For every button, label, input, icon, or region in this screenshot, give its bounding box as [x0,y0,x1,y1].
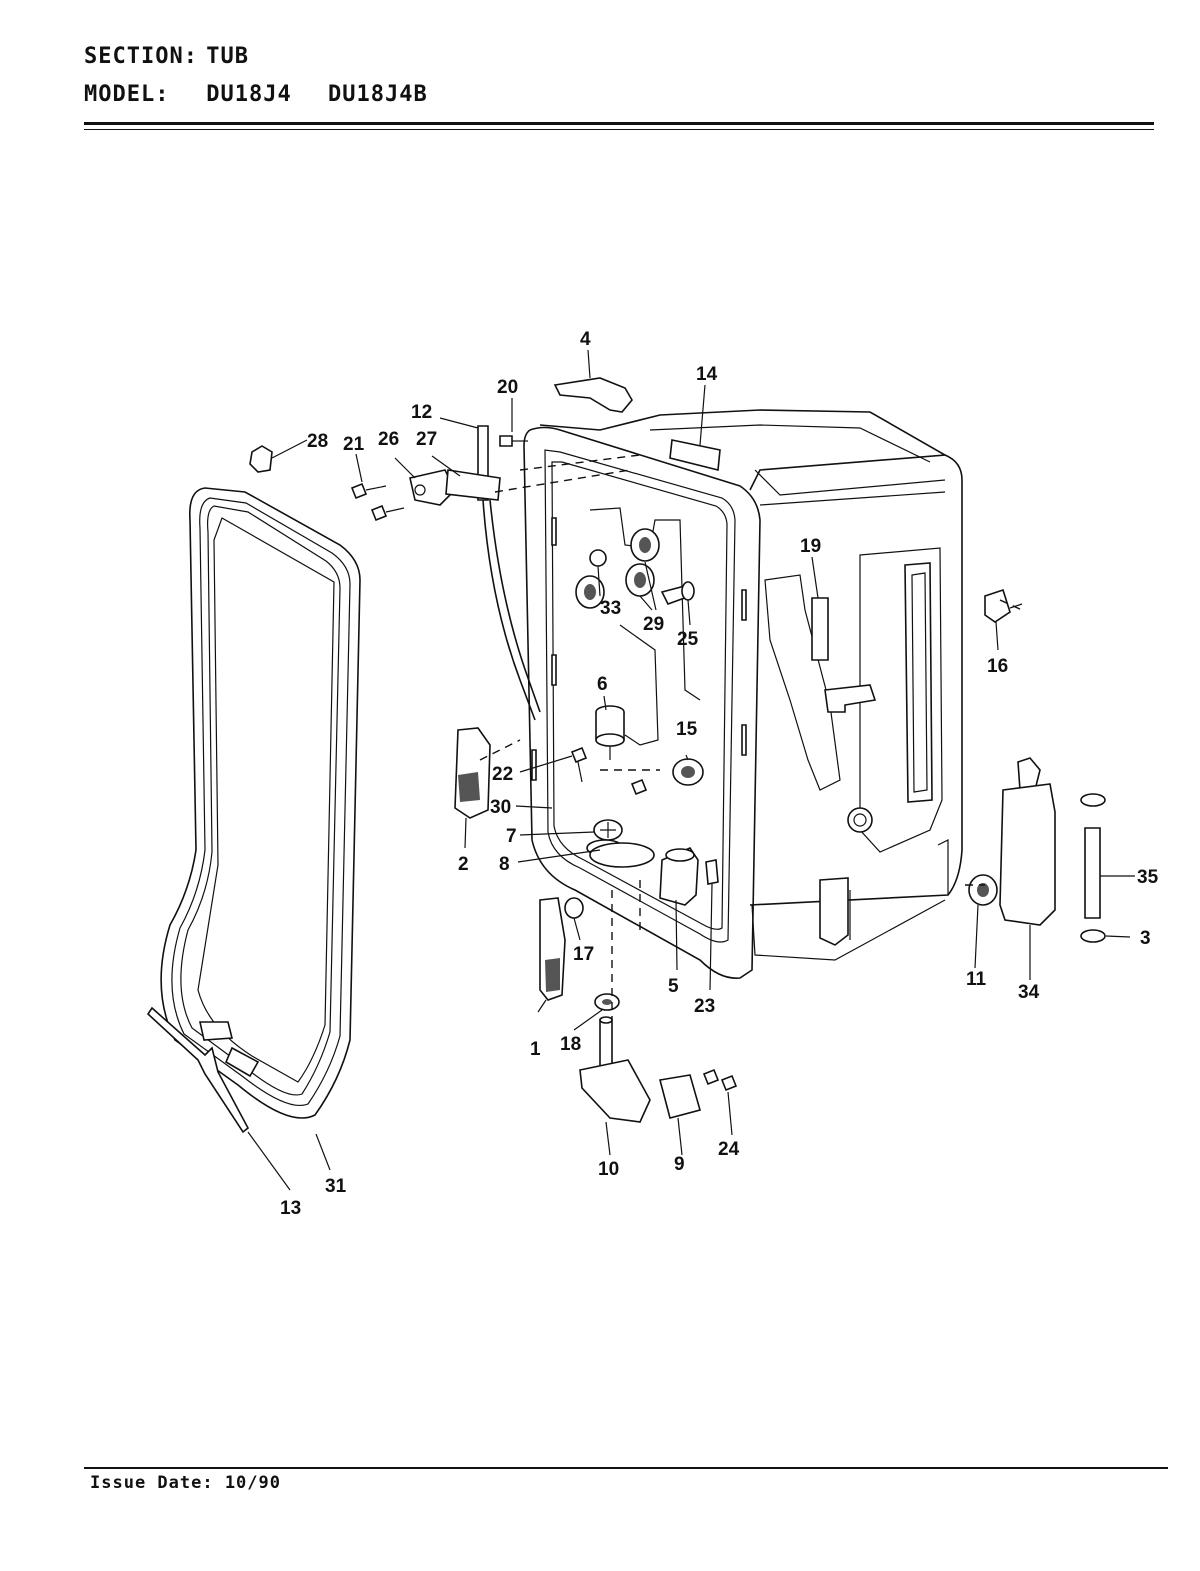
issue-date: Issue Date: 10/90 [90,1473,281,1493]
callout-6: 6 [597,674,608,695]
section-label: SECTION: [84,44,198,69]
callout-13: 13 [280,1198,301,1219]
callout-30: 30 [490,797,511,818]
model-number: DU18J4B [327,82,428,107]
callout-17: 17 [573,944,594,965]
callout-18: 18 [560,1034,581,1055]
callout-12: 12 [411,402,432,423]
callout-22: 22 [492,764,513,785]
callout-4: 4 [580,329,591,350]
leader-lines [247,349,1135,1191]
callout-11: 11 [966,969,987,990]
callout-7: 7 [506,826,517,847]
callout-1: 1 [530,1039,541,1060]
small-parts-drawing [249,377,1106,1123]
callout-20: 20 [497,377,518,398]
callout-29: 29 [643,614,664,635]
header-rule [84,122,1154,125]
callout-24: 24 [718,1139,740,1160]
callout-3: 3 [1140,928,1151,949]
section-value: TUB [206,44,249,69]
callout-5: 5 [668,976,679,997]
callout-23: 23 [694,996,715,1017]
footer-rule [84,1467,1168,1469]
header-rule [84,129,1154,130]
callout-25: 25 [677,629,699,650]
callout-35: 35 [1137,867,1159,888]
callout-9: 9 [674,1154,685,1175]
door-gasket-drawing [146,487,361,1134]
model-label: MODEL: [84,82,170,107]
tub-body-drawing [523,409,963,979]
callout-21: 21 [343,434,365,455]
callout-31: 31 [325,1176,347,1197]
callout-34: 34 [1018,982,1040,1003]
callout-28: 28 [307,431,328,452]
callout-26: 26 [378,429,399,450]
model-row: MODEL: DU18J4 DU18J4B [84,82,450,107]
callout-labels: 4 20 14 12 28 21 26 27 33 29 25 19 16 6 … [280,329,1159,1219]
callout-14: 14 [696,364,718,385]
callout-33: 33 [600,598,621,619]
callout-16: 16 [987,656,1008,677]
callout-15: 15 [676,719,698,740]
model-number: DU18J4 [206,82,292,107]
section-row: SECTION: TUB [84,44,249,69]
callout-8: 8 [499,854,510,875]
callout-27: 27 [416,429,437,450]
callout-10: 10 [598,1159,619,1180]
callout-2: 2 [458,854,469,875]
callout-19: 19 [800,536,821,557]
